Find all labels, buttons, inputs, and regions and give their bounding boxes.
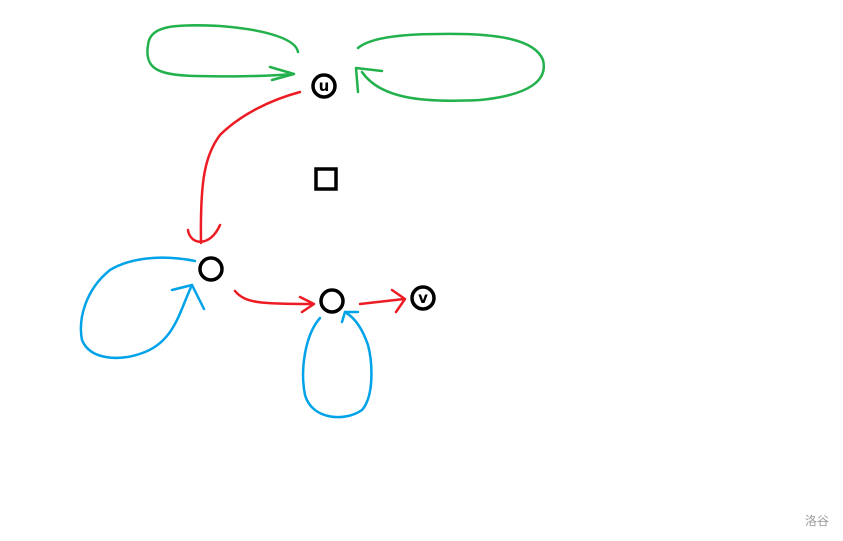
red-edge-b-to-v	[358, 297, 406, 306]
green-arrowhead-left	[268, 65, 296, 82]
blue-arrowhead-a	[170, 283, 206, 311]
green-loop-left	[146, 24, 300, 78]
red-arrowhead-b	[298, 295, 316, 314]
red-arrowhead-a	[186, 223, 222, 243]
blue-arrowhead-b	[340, 310, 360, 324]
green-arrowhead-right	[354, 66, 384, 94]
blue-loop-b	[301, 310, 373, 419]
node-v: v	[410, 285, 436, 311]
red-edge-a-to-b	[233, 289, 314, 306]
node-b	[319, 288, 345, 314]
node-a	[198, 256, 224, 282]
red-edge-u-to-a	[199, 90, 302, 245]
watermark: 洛谷	[804, 514, 829, 528]
node-u-label: u	[319, 77, 330, 95]
blue-loop-a	[79, 256, 197, 360]
node-v-label: v	[418, 289, 428, 307]
green-loop-right	[356, 32, 546, 103]
square-marker	[314, 167, 338, 191]
red-arrowhead-v	[390, 288, 407, 314]
node-u: u	[311, 73, 337, 99]
